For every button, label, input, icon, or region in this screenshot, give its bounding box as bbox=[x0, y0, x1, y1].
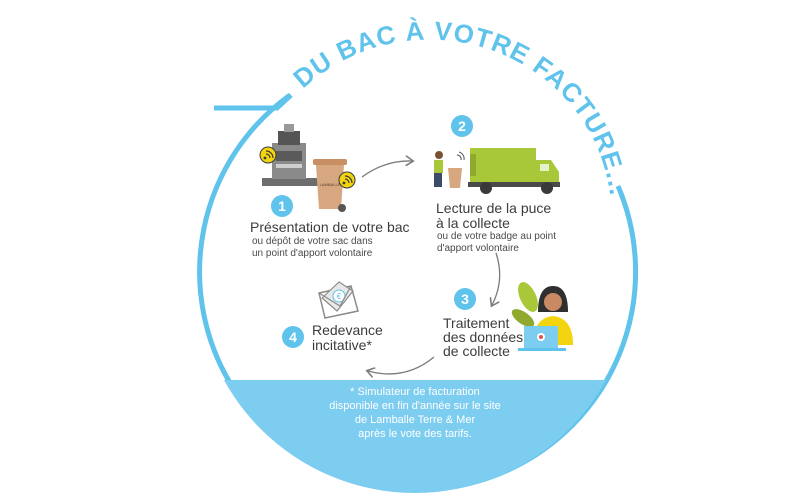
arrow-step1-to-step2 bbox=[361, 161, 412, 178]
arrow-step2-to-step3 bbox=[492, 252, 501, 305]
svg-text:3: 3 bbox=[461, 291, 469, 307]
footnote-line-1: * Simulateur de facturation bbox=[350, 386, 480, 398]
euro-envelope-icon: € bbox=[318, 281, 359, 319]
step-badge-2: 2 bbox=[451, 115, 473, 137]
left-tick bbox=[214, 93, 293, 111]
step-2-sub-line-1: ou de votre badge au point bbox=[437, 231, 556, 242]
collection-point-illustration bbox=[262, 124, 322, 186]
step-2-label-line-2: à la collecte bbox=[436, 215, 510, 231]
step-4-label-line-2: incitative* bbox=[312, 337, 372, 353]
svg-text:2: 2 bbox=[458, 118, 466, 134]
svg-text:LAMBALLE: LAMBALLE bbox=[320, 182, 341, 187]
step-1-label: Présentation de votre bac bbox=[250, 219, 410, 235]
step-3-label-line-1: Traitement bbox=[443, 315, 510, 331]
rfid-signal-icon bbox=[338, 171, 356, 189]
svg-text:4: 4 bbox=[289, 329, 297, 345]
rfid-signal-icon bbox=[259, 146, 277, 164]
svg-text:€: € bbox=[337, 292, 342, 301]
footnote-line-2: disponible en fin d'année sur le site bbox=[329, 400, 501, 412]
worker-illustration bbox=[434, 151, 465, 188]
step-badge-1: 1 bbox=[271, 195, 293, 217]
footnote-line-4: après le vote des tarifs. bbox=[358, 428, 472, 440]
footnote: * Simulateur de facturation disponible e… bbox=[290, 385, 540, 441]
step-3-label-line-2: des données bbox=[443, 329, 524, 345]
person-laptop-illustration bbox=[511, 282, 573, 351]
step-2-sub-line-2: d'apport volontaire bbox=[437, 243, 519, 254]
step-4-label-line-1: Redevance bbox=[312, 322, 383, 338]
footnote-line-3: de Lamballe Terre & Mer bbox=[354, 414, 476, 426]
bin-illustration: LAMBALLE bbox=[313, 159, 347, 212]
step-1-sub-line-2: un point d'apport volontaire bbox=[252, 248, 373, 259]
step-2-label-line-1: Lecture de la puce bbox=[436, 200, 552, 216]
step-badge-4: 4 bbox=[282, 326, 304, 348]
garbage-truck-illustration bbox=[468, 148, 560, 194]
step-3-label-line-3: de collecte bbox=[443, 343, 510, 359]
step-badge-3: 3 bbox=[454, 288, 476, 310]
step-1-sub-line-1: ou dépôt de votre sac dans bbox=[252, 236, 373, 247]
svg-text:1: 1 bbox=[278, 198, 286, 214]
arrow-step3-to-step4 bbox=[368, 356, 435, 374]
